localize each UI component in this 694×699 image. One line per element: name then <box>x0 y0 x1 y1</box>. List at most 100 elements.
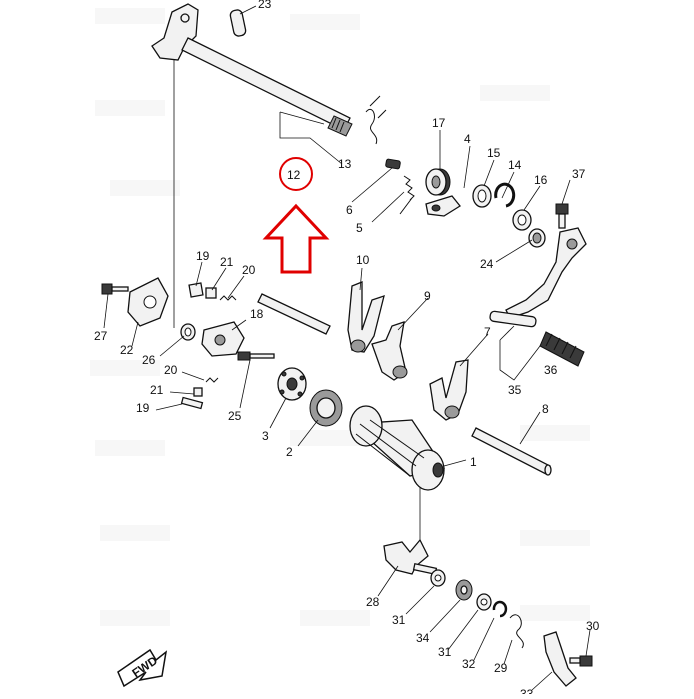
callout-33: 33 <box>520 687 534 694</box>
part-bolt-27[interactable] <box>101 283 129 295</box>
callout-14: 14 <box>508 158 522 172</box>
callout-1: 1 <box>470 455 477 469</box>
callout-20-upper: 20 <box>242 263 256 277</box>
part-pin-21-lower[interactable] <box>193 387 203 397</box>
part-shift-pedal[interactable] <box>489 227 587 328</box>
part-washer-26[interactable] <box>180 323 196 341</box>
watermark-mark <box>290 14 360 30</box>
callout-20-lower: 20 <box>164 363 178 377</box>
callout-35: 35 <box>508 383 522 397</box>
part-spring-20-upper[interactable] <box>219 295 237 301</box>
highlight-arrow-icon <box>262 203 330 274</box>
callout-37: 37 <box>572 167 586 181</box>
callout-8: 8 <box>542 402 549 416</box>
callout-19-upper: 19 <box>196 249 210 263</box>
watermark-mark <box>100 525 170 541</box>
watermark-mark <box>95 440 165 456</box>
callout-labels: 23 13 17 4 15 14 16 37 6 5 24 10 9 7 36 … <box>94 0 600 699</box>
callout-2: 2 <box>286 445 293 459</box>
watermark-mark <box>95 8 165 24</box>
callout-19-lower: 19 <box>136 401 150 415</box>
part-bolt-30[interactable] <box>569 655 593 667</box>
part-segment-3[interactable] <box>277 367 307 401</box>
callout-15: 15 <box>487 146 501 160</box>
callout-26: 26 <box>142 353 156 367</box>
part-screw-25[interactable] <box>237 351 275 361</box>
part-pin-19-lower[interactable] <box>180 396 204 410</box>
callout-21-upper: 21 <box>220 255 234 269</box>
part-washer-31a[interactable] <box>430 569 446 587</box>
part-pin-19-upper[interactable] <box>188 282 204 298</box>
part-shaft-spring[interactable] <box>365 95 387 145</box>
callout-21-lower: 21 <box>150 383 164 397</box>
part-spring-20-lower[interactable] <box>205 377 219 383</box>
watermark-mark <box>300 610 370 626</box>
callout-6: 6 <box>346 203 353 217</box>
part-circlip-14[interactable] <box>494 182 516 208</box>
part-guide-bar-left[interactable] <box>257 293 331 335</box>
watermark-mark <box>520 530 590 546</box>
callout-3: 3 <box>262 429 269 443</box>
callout-27: 27 <box>94 329 108 343</box>
callout-31-lower: 31 <box>438 645 452 659</box>
part-plate-22[interactable] <box>127 277 169 327</box>
callout-31-upper: 31 <box>392 613 406 627</box>
watermark-mark <box>290 430 360 446</box>
part-shift-shaft[interactable] <box>181 37 353 137</box>
callout-12: 12 <box>287 168 301 182</box>
watermark-mark <box>95 100 165 116</box>
part-shift-arm-28[interactable] <box>383 538 438 575</box>
callout-22: 22 <box>120 343 134 357</box>
part-oil-seal-24[interactable] <box>528 228 546 248</box>
watermark-mark <box>90 360 160 376</box>
leader-lines <box>103 5 591 691</box>
part-shift-shaft-bracket[interactable] <box>151 3 247 61</box>
watermark-mark <box>100 610 170 626</box>
part-spring-29[interactable] <box>509 614 524 649</box>
callout-5: 5 <box>356 221 363 235</box>
callout-23: 23 <box>258 0 272 11</box>
part-shift-drum[interactable] <box>349 405 446 491</box>
part-pin-21-upper[interactable] <box>205 287 217 299</box>
highlight-part-12[interactable]: 12 <box>279 157 313 191</box>
watermark-layer <box>90 8 590 626</box>
callout-29: 29 <box>494 661 508 675</box>
callout-36: 36 <box>544 363 558 377</box>
callout-24: 24 <box>480 257 494 271</box>
part-pedal-rubber-36[interactable] <box>539 331 585 367</box>
part-bolt-37[interactable] <box>555 203 569 229</box>
callout-16: 16 <box>534 173 548 187</box>
watermark-mark <box>520 605 590 621</box>
part-shift-fork-7[interactable] <box>429 359 469 421</box>
watermark-mark <box>480 85 550 101</box>
part-screw-6[interactable] <box>385 158 401 170</box>
callout-28: 28 <box>366 595 380 609</box>
callout-17: 17 <box>432 116 446 130</box>
callout-10: 10 <box>356 253 370 267</box>
watermark-mark <box>110 180 180 196</box>
part-circlip-32[interactable] <box>492 600 508 618</box>
part-shift-fork-9[interactable] <box>371 321 408 381</box>
part-stopper-lever-18[interactable] <box>201 321 245 357</box>
watermark-mark <box>520 425 590 441</box>
part-bearing-2[interactable] <box>309 389 343 427</box>
callout-13: 13 <box>338 157 352 171</box>
part-washer-31b[interactable] <box>476 593 492 611</box>
part-bearing-34[interactable] <box>455 579 473 601</box>
highlight-circle <box>279 157 313 191</box>
part-collar[interactable] <box>425 168 451 196</box>
callout-34: 34 <box>416 631 430 645</box>
part-shift-fork-10[interactable] <box>347 281 385 353</box>
part-washer-15[interactable] <box>472 184 492 208</box>
part-washer-16[interactable] <box>512 209 532 231</box>
part-lever-33[interactable] <box>543 631 577 687</box>
callout-32: 32 <box>462 657 476 671</box>
part-guide-bar-8[interactable] <box>471 427 552 476</box>
callout-4: 4 <box>464 132 471 146</box>
fwd-arrow-icon <box>117 648 168 688</box>
part-clip-lever[interactable] <box>425 195 461 217</box>
part-spring-5[interactable] <box>399 175 415 215</box>
callout-7: 7 <box>484 325 491 339</box>
